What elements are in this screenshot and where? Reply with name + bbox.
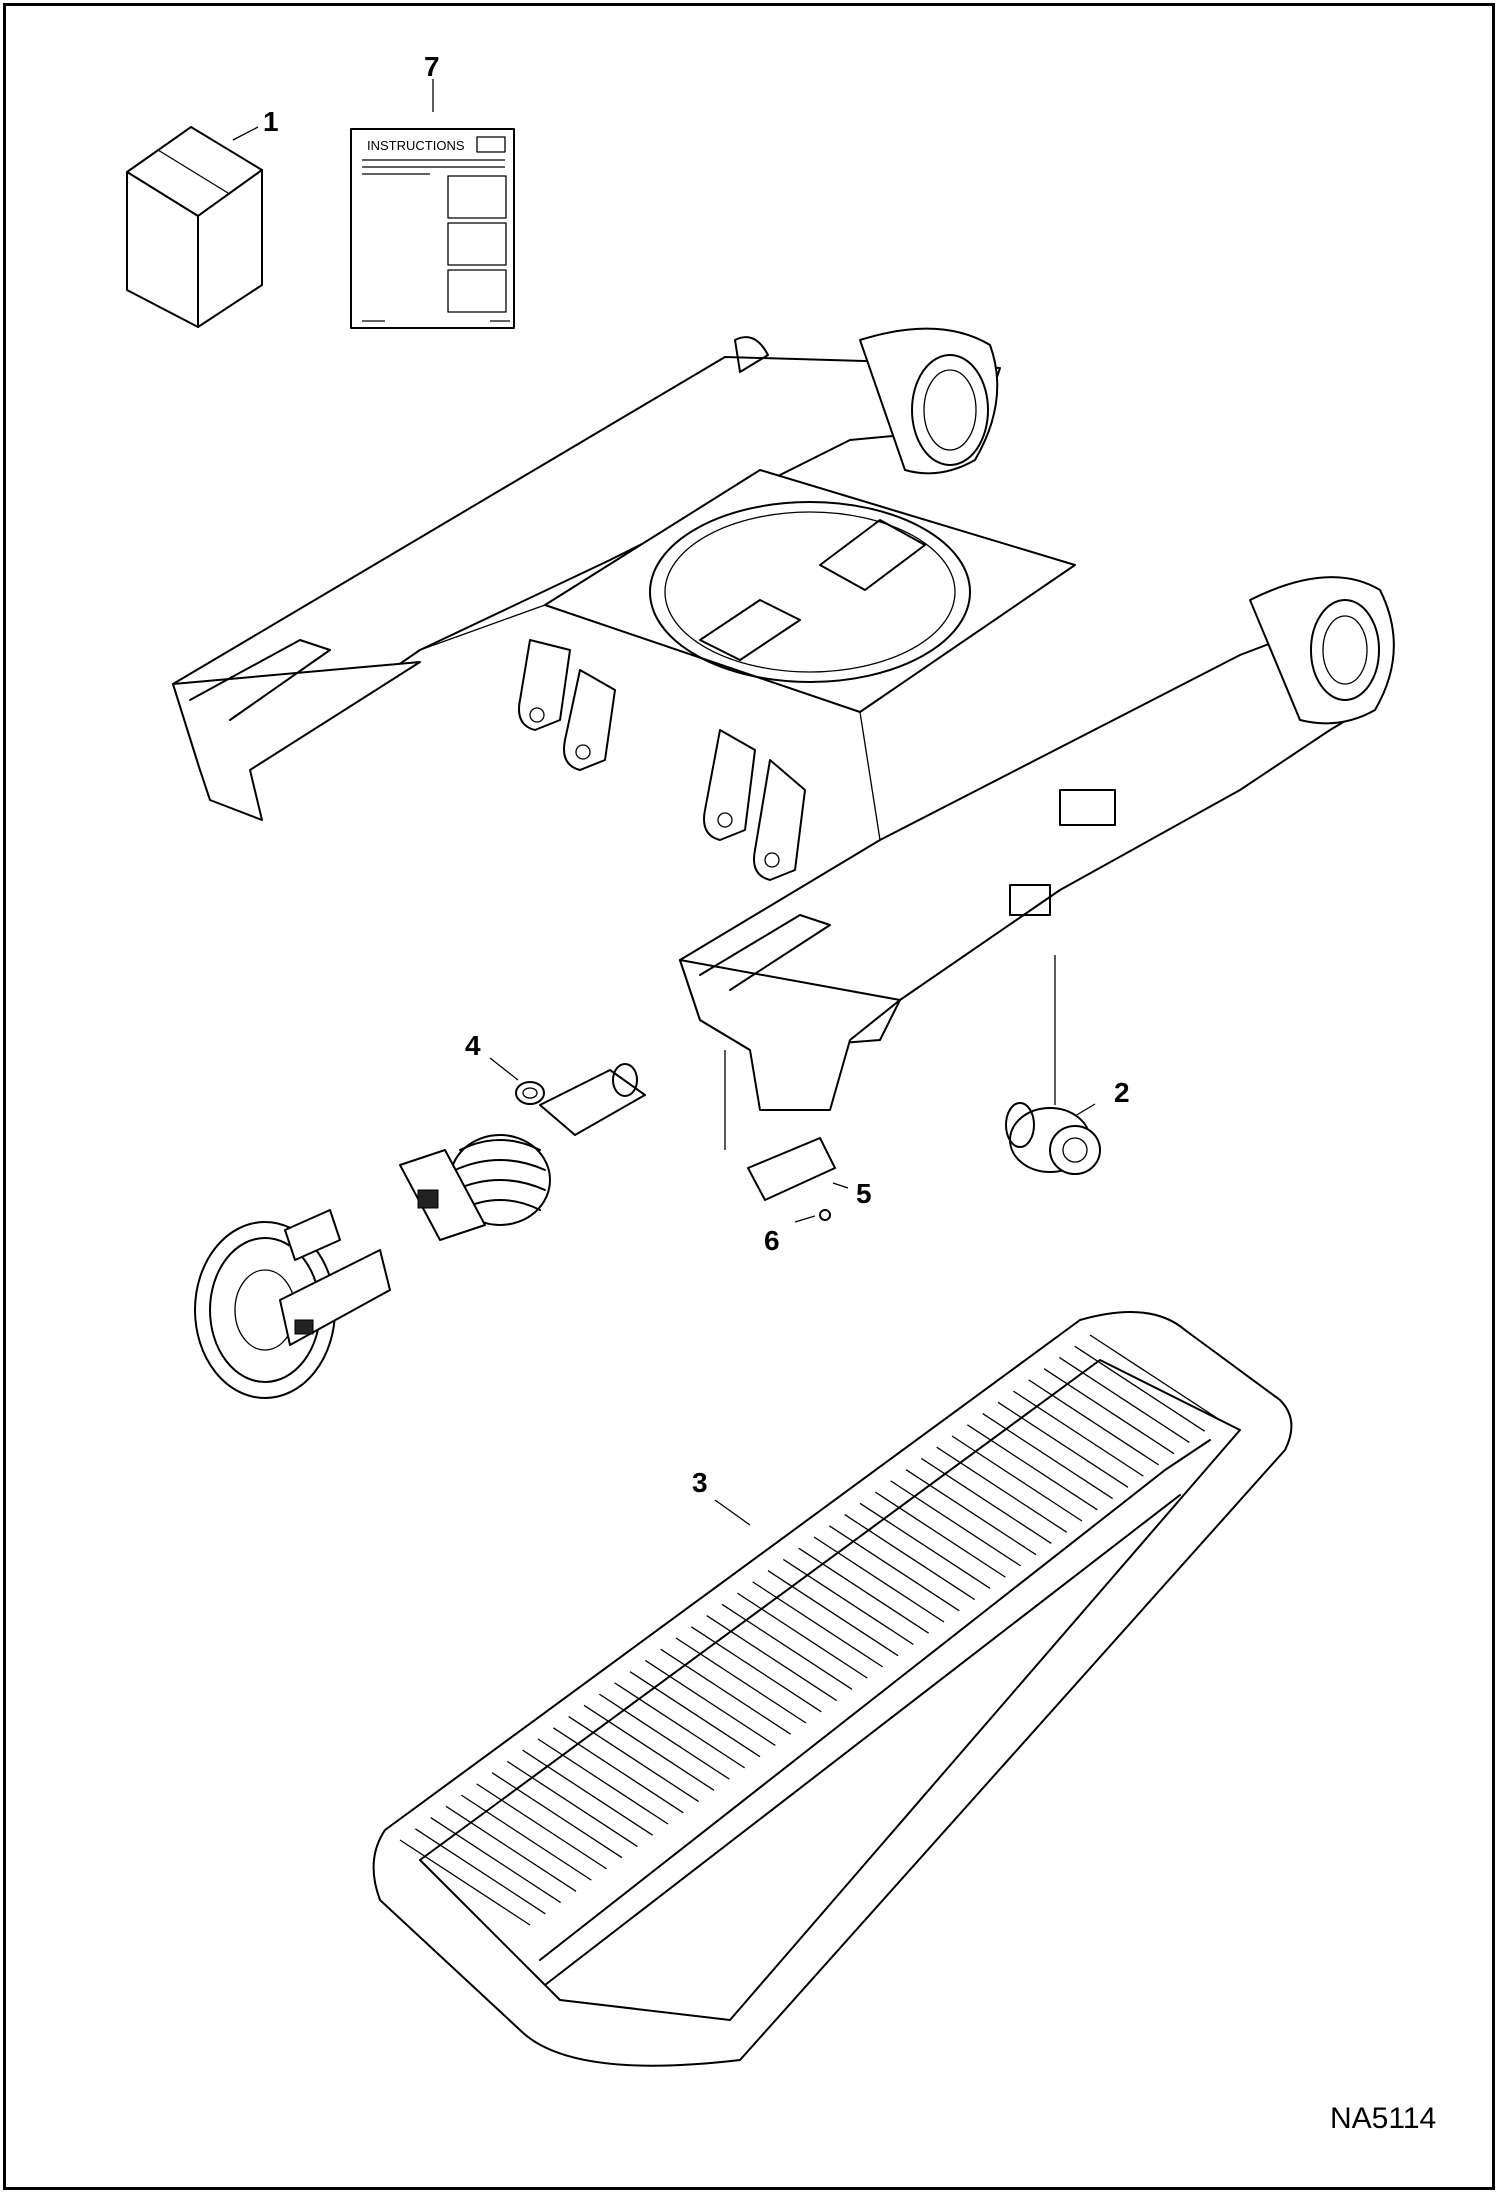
- track-shoe: [675, 1637, 807, 1724]
- track-shoe: [690, 1626, 822, 1713]
- track-shoe: [1028, 1379, 1160, 1466]
- front-idler: [194, 1209, 391, 1399]
- track-shoe: [782, 1558, 914, 1645]
- track-shoe: [844, 1514, 976, 1601]
- track-shoe: [414, 1828, 546, 1915]
- undercarriage-frame: [172, 327, 1395, 1111]
- track-shoe: [706, 1615, 838, 1702]
- track-shoe: [1012, 1390, 1144, 1477]
- part-3-track: [372, 1311, 1293, 2067]
- part-6-bolt: [819, 1209, 831, 1221]
- track-shoe: [491, 1772, 623, 1859]
- track-shoe: [522, 1749, 654, 1836]
- callout-7: 7: [424, 51, 440, 82]
- track-shoe: [1058, 1356, 1190, 1443]
- callout-3: 3: [692, 1467, 708, 1498]
- track-shoe: [583, 1704, 715, 1791]
- track-shoe: [660, 1648, 792, 1735]
- track-shoes: [399, 1334, 1221, 1926]
- track-shoe: [1089, 1334, 1221, 1421]
- track-shoe: [568, 1716, 700, 1803]
- callout-5: 5: [856, 1178, 872, 1209]
- track-shoe: [982, 1413, 1114, 1500]
- track-shoe: [936, 1446, 1068, 1533]
- track-shoe: [859, 1502, 991, 1589]
- part-5-plate: [747, 1137, 836, 1201]
- track-shoe: [966, 1424, 1098, 1511]
- part-4-seal: [515, 1081, 545, 1105]
- drawing-border: [3, 3, 1495, 2190]
- track-shoe: [721, 1603, 853, 1690]
- track-shoe: [951, 1435, 1083, 1522]
- track-shoe: [629, 1671, 761, 1758]
- track-shoe: [537, 1738, 669, 1825]
- part-2-track-roller: [1005, 1102, 1101, 1175]
- track-shoe: [798, 1547, 930, 1634]
- track-shoe: [430, 1817, 562, 1904]
- track-shoe: [1043, 1368, 1175, 1455]
- track-shoe: [552, 1727, 684, 1814]
- instructions-label: INSTRUCTIONS: [367, 138, 465, 153]
- document-code: NA5114: [1330, 2102, 1436, 2135]
- track-shoe: [874, 1491, 1006, 1578]
- callout-6: 6: [764, 1225, 780, 1256]
- track-shoe: [445, 1805, 577, 1892]
- track-shoe: [598, 1693, 730, 1780]
- part-7-instructions-sheet: INSTRUCTIONS: [350, 128, 515, 329]
- track-shoe: [767, 1570, 899, 1657]
- track-shoe: [813, 1536, 945, 1623]
- callout-2: 2: [1114, 1077, 1130, 1108]
- part-1-box: [126, 126, 263, 328]
- recoil-spring-assembly: [399, 1063, 646, 1241]
- callout-1: 1: [263, 106, 279, 137]
- track-shoe: [476, 1783, 608, 1870]
- track-shoe: [736, 1592, 868, 1679]
- track-shoe: [752, 1581, 884, 1668]
- track-shoe: [614, 1682, 746, 1769]
- track-shoe: [890, 1480, 1022, 1567]
- track-shoe: [1074, 1345, 1206, 1432]
- track-shoe: [997, 1401, 1129, 1488]
- track-shoe: [644, 1659, 776, 1746]
- track-shoe: [905, 1469, 1037, 1556]
- callout-4: 4: [465, 1030, 481, 1061]
- track-shoe: [460, 1794, 592, 1881]
- track-shoe: [920, 1457, 1052, 1544]
- track-shoe: [506, 1760, 638, 1847]
- track-shoe: [828, 1525, 960, 1612]
- track-shoe: [399, 1839, 531, 1926]
- leader-lines: [232, 79, 1096, 1526]
